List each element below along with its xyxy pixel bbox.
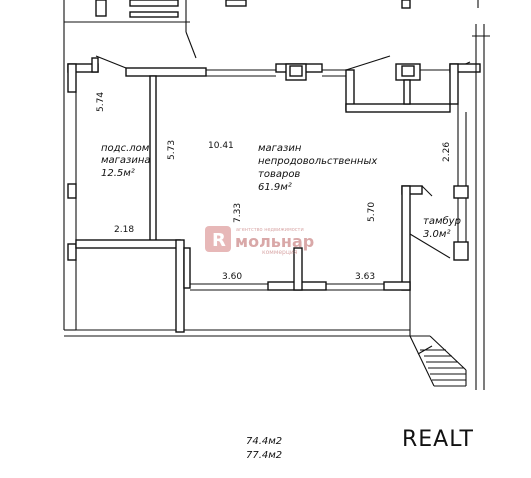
dim-2-18: 2.18 (114, 225, 134, 235)
shop-name-line3: товаров (258, 169, 300, 180)
left-outer-wall (63, 22, 410, 337)
shop-name-line2: непродовольственных (258, 156, 377, 167)
vestibule-name: тамбур (423, 215, 461, 227)
total-area-line2: 77.4м2 (246, 450, 282, 461)
dim-2-26: 2.26 (442, 142, 452, 162)
room-vestibule: тамбур 3.0м² (423, 215, 461, 240)
dim-10-41: 10.41 (208, 141, 234, 151)
vestibule-area: 3.0м² (423, 229, 450, 240)
dimensions: 5.74 5.73 10.41 2.26 7.33 5.70 2.18 3.60… (96, 92, 452, 282)
agency-logo-icon (205, 226, 231, 252)
dim-3-60: 3.60 (222, 272, 242, 282)
realt-watermark: REALT (402, 427, 474, 452)
dim-5-70: 5.70 (367, 202, 377, 222)
storage-partition (75, 55, 207, 333)
stairs (409, 335, 467, 387)
watermark-tagline-top: агентство недвижимости (236, 227, 304, 233)
total-area-line1: 74.4м2 (246, 436, 282, 447)
storage-name-line1: подс.лом (101, 143, 150, 154)
shop-top-wall (206, 55, 481, 113)
svg-text:R: R (212, 230, 226, 251)
right-wall (383, 24, 485, 390)
shop-area: 61.9м² (258, 182, 292, 193)
room-shop: магазин непродовольственных товаров 61.9… (258, 143, 377, 193)
dim-7-33: 7.33 (233, 203, 243, 223)
room-storage: подс.лом магазина 12.5м² (101, 143, 151, 179)
storage-name-line2: магазина (101, 155, 151, 166)
storage-area: 12.5м² (101, 168, 135, 179)
dim-5-74: 5.74 (96, 92, 106, 112)
watermark-brand: мольнар (235, 232, 314, 251)
shop-name-line1: магазин (258, 143, 302, 154)
dim-5-73: 5.73 (167, 140, 177, 160)
top-walls (63, 0, 490, 59)
area-totals: 74.4м2 77.4м2 (246, 436, 282, 461)
shop-front (190, 247, 384, 291)
dim-3-63: 3.63 (355, 272, 375, 282)
agency-watermark: R агентство недвижимости мольнар коммерц… (205, 226, 474, 452)
watermark-tagline-bottom: коммерция (262, 249, 298, 256)
